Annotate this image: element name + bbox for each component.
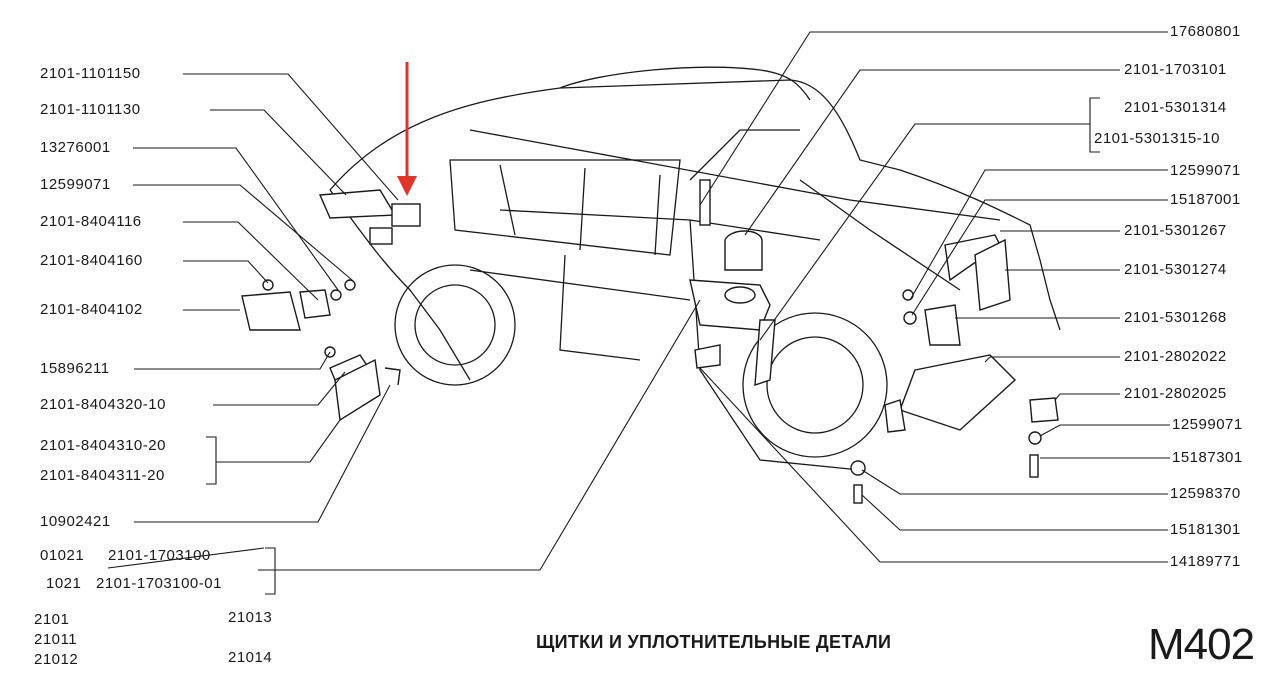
- part-label: 2101-5301315-10: [1094, 130, 1220, 147]
- part-label: 2101-8404311-20: [40, 467, 165, 484]
- part-label-prefix: 01021: [40, 547, 85, 564]
- part-label: 2101-8404116: [40, 213, 142, 230]
- diagram-code: M402: [1148, 620, 1255, 669]
- part-label: 17680801: [1170, 23, 1241, 40]
- part-label: 2101-8404102: [40, 301, 143, 318]
- part-label: 15187301: [1172, 449, 1243, 466]
- part-label: 2101-1703100: [108, 547, 211, 564]
- part-label: 2101-1101130: [40, 101, 141, 118]
- part-label: 2101-8404320-10: [40, 396, 166, 413]
- part-label: 2101-1703101: [1124, 61, 1227, 78]
- shield-part: [241, 291, 301, 331]
- part-label: 2101-8404310-20: [40, 437, 166, 454]
- part-label: 2101-8404160: [40, 252, 143, 269]
- car-body-outline: [329, 79, 1061, 331]
- model-number: 21013: [228, 609, 273, 626]
- rear-wheel: [742, 312, 888, 458]
- headlamp-seal-part: [318, 189, 397, 219]
- part-label: 2101-5301267: [1124, 222, 1227, 239]
- model-number: 21014: [228, 649, 273, 666]
- part-label: 10902421: [40, 513, 111, 530]
- red-arrow-icon: [397, 62, 417, 196]
- part-label: 2101-2802025: [1124, 385, 1227, 402]
- floor-panel-part: [899, 354, 1017, 431]
- part-label: 13276001: [40, 139, 111, 156]
- part-label: 2101-1101150: [40, 65, 141, 82]
- front-wheel: [394, 264, 516, 386]
- bracket-part: [391, 203, 421, 227]
- part-label-prefix: 1021: [46, 575, 82, 592]
- part-label: 2101-5301274: [1124, 261, 1227, 278]
- part-label: 2101-2802022: [1124, 348, 1227, 365]
- part-label: 2101-5301314: [1124, 99, 1227, 116]
- part-label: 12599071: [40, 176, 111, 193]
- model-number: 21012: [34, 651, 79, 668]
- model-number: 21011: [34, 631, 78, 648]
- part-label: 12599071: [1172, 416, 1243, 433]
- part-label: 14189771: [1170, 553, 1241, 570]
- part-label: 15896211: [40, 360, 110, 377]
- model-list-2: 21013 21014: [228, 608, 272, 668]
- model-list-1: 2101 21011 21012: [34, 610, 78, 670]
- part-label: 12598370: [1170, 485, 1241, 502]
- diagram-title: ЩИТКИ И УПЛОТНИТЕЛЬНЫЕ ДЕТАЛИ: [536, 632, 892, 652]
- part-label: 12599071: [1170, 162, 1241, 179]
- part-label: 15181301: [1170, 521, 1241, 538]
- part-label: 2101-5301268: [1124, 309, 1227, 326]
- boot-part: [724, 230, 763, 271]
- model-number: 2101: [34, 611, 70, 628]
- part-label: 2101-1703100-01: [96, 575, 222, 592]
- part-label: 15187001: [1170, 191, 1241, 208]
